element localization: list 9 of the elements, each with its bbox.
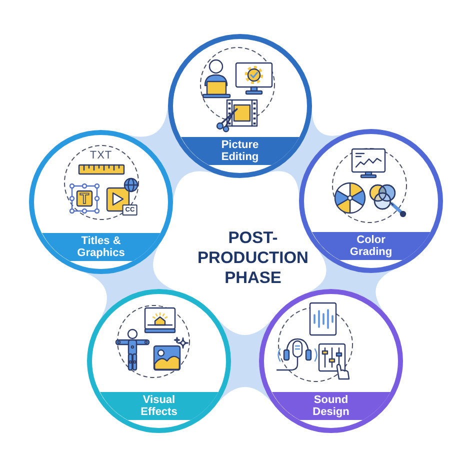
node-label: Visual Effects [140,394,178,418]
node-label: Sound Design [312,394,350,418]
node-label: Color Grading [350,234,392,258]
node-label: Titles & Graphics [77,235,125,259]
connector-band [216,317,274,405]
text-tool-letter: T [80,191,90,206]
diagram-title: POST-PRODUCTION PHASE [198,228,308,288]
ruler-caption-text: TXT [90,150,112,162]
node-label: Picture Editing [221,139,259,163]
